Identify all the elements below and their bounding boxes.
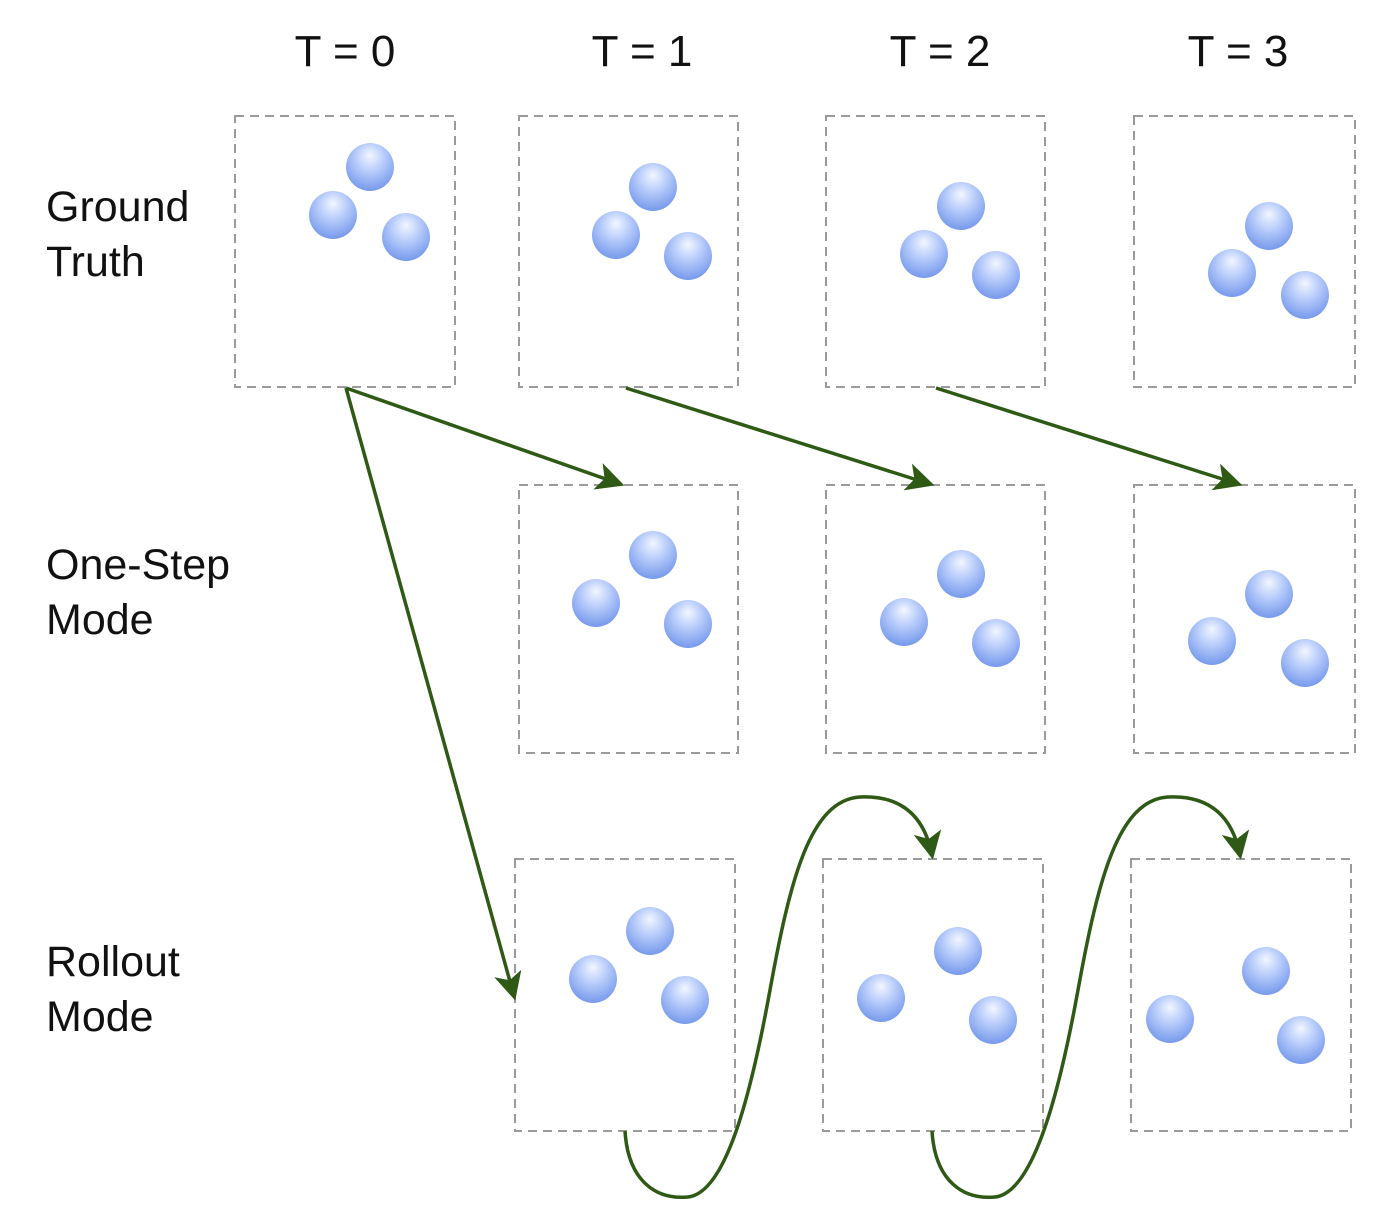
ball-icon	[857, 974, 905, 1022]
ball-icon	[664, 232, 712, 280]
ball-icon	[626, 907, 674, 955]
frame-rollout-t2	[822, 858, 1044, 1132]
ball-icon	[880, 598, 928, 646]
frame-ground-truth-t0	[234, 115, 456, 388]
ball-icon	[937, 182, 985, 230]
frame-rollout-t3	[1130, 858, 1352, 1132]
arrow-rollout2-to-rollout3	[930, 795, 1250, 1199]
ball-icon	[1281, 271, 1329, 319]
ball-icon	[346, 143, 394, 191]
ball-icon	[572, 579, 620, 627]
ball-icon	[1146, 995, 1194, 1043]
column-header-t1: T = 1	[591, 27, 693, 76]
ball-icon	[1242, 947, 1290, 995]
ball-icon	[1245, 202, 1293, 250]
arrow-gt2-to-onestep3	[935, 386, 1243, 491]
ball-icon	[629, 531, 677, 579]
ball-icon	[1208, 249, 1256, 297]
frame-one-step-t2	[825, 484, 1046, 754]
row-label-one-step-mode-line2: Mode	[46, 596, 154, 644]
ball-icon	[900, 230, 948, 278]
ball-icon	[592, 211, 640, 259]
row-label-rollout-mode-line1: Rollout	[46, 938, 180, 986]
ball-icon	[309, 191, 357, 239]
row-label-rollout-mode-line2: Mode	[46, 993, 154, 1041]
frame-one-step-t3	[1133, 484, 1356, 754]
ball-icon	[1281, 639, 1329, 687]
ball-icon	[972, 619, 1020, 667]
ball-icon	[664, 600, 712, 648]
ball-icon	[972, 251, 1020, 299]
row-label-one-step-mode: One-Step Mode	[46, 538, 230, 648]
row-label-ground-truth-line1: Ground	[46, 183, 190, 231]
ball-icon	[1188, 617, 1236, 665]
frame-rollout-t1	[514, 858, 736, 1132]
ball-icon	[661, 976, 709, 1024]
frame-ground-truth-t2	[825, 115, 1046, 388]
row-label-one-step-mode-line1: One-Step	[46, 541, 231, 589]
row-label-ground-truth: Ground Truth	[46, 180, 189, 290]
ball-icon	[1245, 570, 1293, 618]
ball-icon	[937, 550, 985, 598]
ball-icon	[1277, 1016, 1325, 1064]
ball-icon	[629, 163, 677, 211]
column-header-t3: T = 3	[1187, 27, 1289, 76]
ball-icon	[969, 996, 1017, 1044]
arrow-gt1-to-onestep2	[625, 386, 935, 491]
column-header-t0: T = 0	[294, 27, 396, 76]
ball-icon	[934, 927, 982, 975]
column-header-t2: T = 2	[889, 27, 991, 76]
ball-icon	[569, 955, 617, 1003]
arrow-gt0-to-rollout1	[344, 387, 522, 1001]
frame-ground-truth-t1	[518, 115, 739, 388]
row-label-ground-truth-line2: Truth	[46, 238, 145, 286]
ball-icon	[382, 213, 430, 261]
arrow-gt0-to-onestep1	[345, 386, 625, 490]
row-label-rollout-mode: Rollout Mode	[46, 935, 180, 1045]
frame-ground-truth-t3	[1133, 115, 1356, 388]
frame-one-step-t1	[518, 484, 739, 754]
arrow-rollout1-to-rollout2	[623, 795, 942, 1199]
